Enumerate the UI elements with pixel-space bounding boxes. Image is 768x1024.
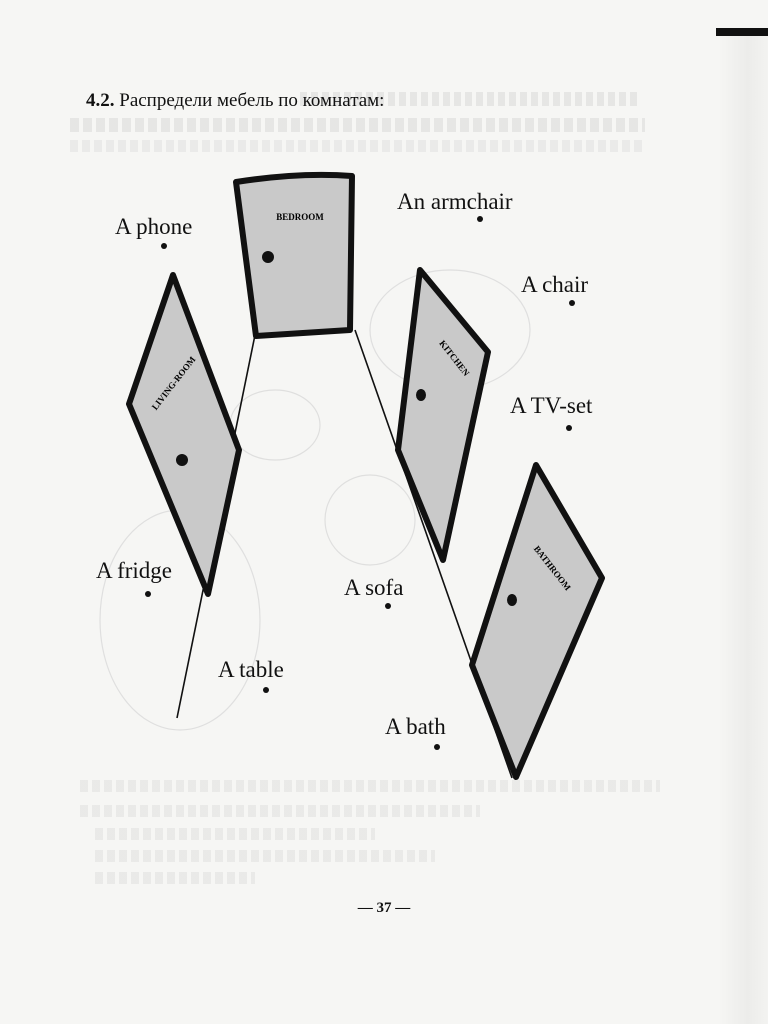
page-edge-shadow — [718, 36, 768, 1024]
furniture-label-table: A table — [218, 657, 284, 682]
show-through-line — [300, 92, 640, 106]
furniture-label-phone: A phone — [115, 214, 193, 239]
show-through-line — [80, 780, 660, 792]
exercise-title: Распредели мебель по комнатам: — [119, 90, 385, 111]
answer-dot[interactable] — [145, 591, 151, 597]
bedroom-door[interactable]: BEDROOM — [233, 171, 355, 339]
door-knob-icon — [507, 594, 517, 606]
answer-dot[interactable] — [263, 687, 269, 693]
answer-dot[interactable] — [161, 243, 167, 249]
door-knob-icon — [176, 454, 188, 466]
show-through-line — [80, 805, 480, 817]
bedroom-door-label: BEDROOM — [276, 212, 324, 222]
answer-dot[interactable] — [569, 300, 575, 306]
show-through-line — [70, 140, 645, 152]
living-room-door[interactable]: LIVING-ROOM — [126, 272, 242, 597]
show-through-line — [70, 118, 645, 132]
furniture-label-sofa: A sofa — [344, 575, 404, 600]
page-number: — 37 — — [357, 900, 411, 916]
door-knob-icon — [262, 251, 274, 263]
furniture-label-tv-set: A TV-set — [510, 393, 593, 418]
exercise-heading: 4.2. Распредели мебель по комнатам: — [86, 90, 384, 112]
furniture-label-chair: A chair — [521, 272, 589, 297]
show-through-line — [95, 850, 435, 862]
furniture-label-bath: A bath — [385, 714, 446, 739]
answer-dot[interactable] — [566, 425, 572, 431]
show-through-line — [95, 828, 375, 840]
bathroom-door[interactable]: BATHROOM — [469, 462, 605, 780]
answer-dot[interactable] — [477, 216, 483, 222]
answer-dot[interactable] — [434, 744, 440, 750]
answer-dot[interactable] — [385, 603, 391, 609]
furniture-label-armchair: An armchair — [397, 189, 513, 214]
scan-edge-mark — [716, 28, 768, 36]
furniture-label-fridge: A fridge — [96, 558, 173, 583]
show-through-line — [95, 872, 255, 884]
kitchen-door[interactable]: KITCHEN — [395, 267, 491, 563]
exercise-number: 4.2. — [86, 90, 115, 111]
door-knob-icon — [416, 389, 426, 401]
